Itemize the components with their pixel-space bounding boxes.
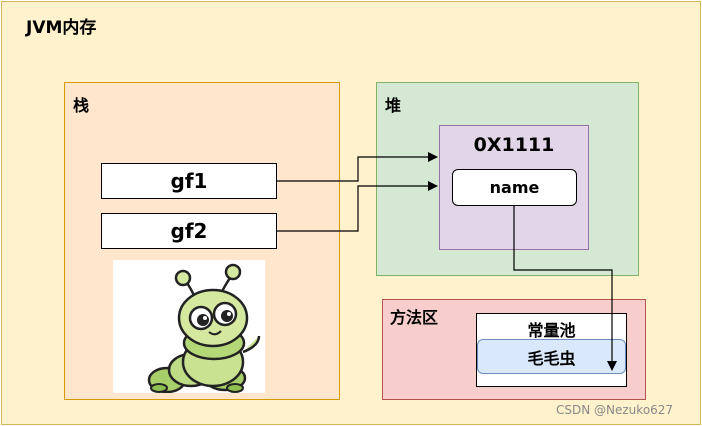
constant-pool-entry: 毛毛虫 [477,339,626,374]
constant-pool-label: 常量池 [527,321,576,340]
method-area-label: 方法区 [390,308,439,327]
watermark: CSDN @Nezuko627 [556,403,674,417]
heap-label: 堆 [385,96,402,115]
object-address: 0X1111 [473,134,555,156]
diagram-title: JVM内存 [26,18,97,38]
stack-ref-gf2: gf2 [101,213,277,249]
arrow-gf2-to-object [277,181,438,232]
object-field-name: name [452,169,577,206]
caterpillar-image [113,260,265,394]
arrow-gf1-to-object [277,152,438,182]
stack-ref-gf1: gf1 [101,163,277,199]
stack-label: 栈 [73,96,90,115]
arrow-name-to-pool-entry [513,206,617,371]
caterpillar-illustration [147,263,261,394]
